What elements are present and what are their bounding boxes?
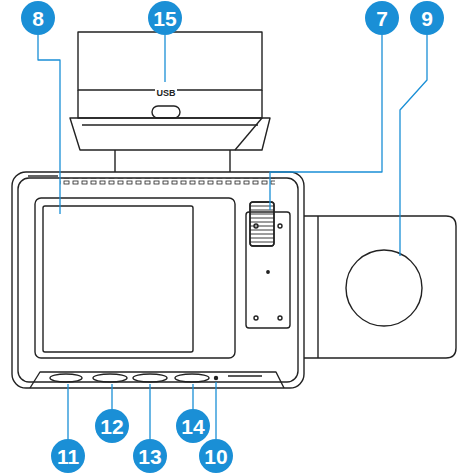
callout-circle: 12 (95, 409, 129, 443)
callout-circle: 7 (365, 1, 399, 35)
callout-number: 9 (421, 8, 433, 29)
callout-circle: 14 (176, 409, 210, 443)
callout-circle: 11 (51, 439, 85, 473)
callout-number: 14 (181, 416, 204, 437)
callout-circle: 15 (148, 1, 182, 35)
callout-number: 13 (138, 446, 161, 467)
callout-number: 15 (153, 8, 176, 29)
callout-number: 8 (32, 8, 44, 29)
callout-circle: 10 (199, 439, 233, 473)
port-label: USB (155, 89, 176, 98)
callout-circle: 8 (21, 1, 55, 35)
callout-number: 10 (204, 446, 227, 467)
callout-number: 12 (100, 416, 123, 437)
callout-circle: 9 (410, 1, 444, 35)
callout-number: 7 (376, 8, 388, 29)
callout-circle: 13 (133, 439, 167, 473)
callout-number: 11 (57, 446, 79, 467)
